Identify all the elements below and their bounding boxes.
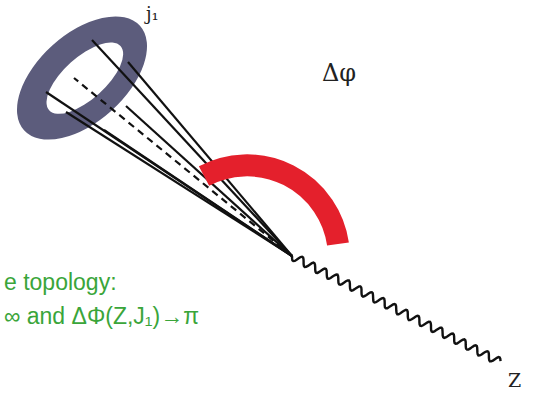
ring-hole — [35, 30, 134, 125]
boson-label: Z — [508, 370, 521, 391]
jet-label: j₁ — [146, 4, 159, 24]
angle-label: Δφ — [322, 60, 356, 86]
topology-note: ∞ and ΔΦ(Z,J₁)→π — [4, 304, 199, 329]
z-boson-line — [292, 256, 501, 361]
topology-note: e topology: — [4, 270, 117, 295]
delta-phi-arc — [204, 165, 338, 244]
jet-tracks — [46, 40, 292, 256]
